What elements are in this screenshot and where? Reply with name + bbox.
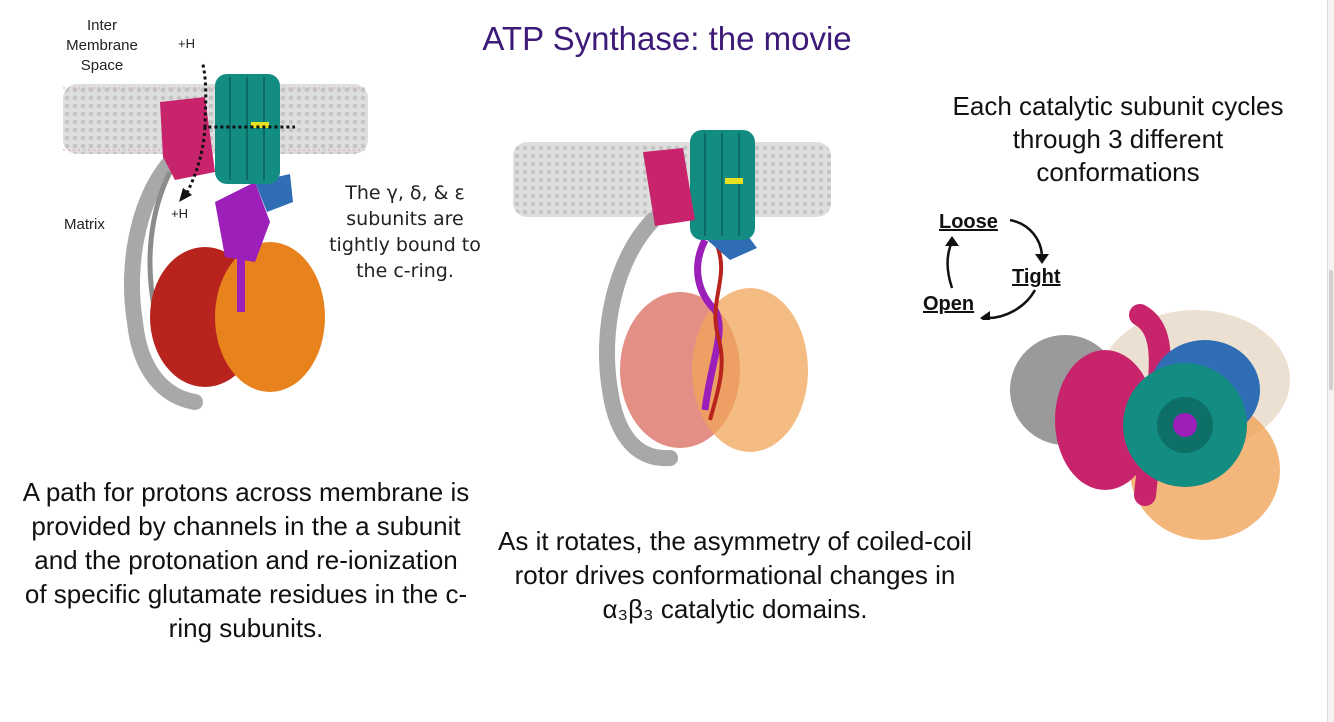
atp-synthase-figure-top-view	[1010, 304, 1290, 540]
gamma-subunit	[215, 182, 270, 262]
peripheral-stalk-center	[598, 212, 678, 467]
cycle-arrows	[945, 218, 1049, 320]
proton-path-arrow	[200, 62, 295, 129]
cycle-open: Open	[923, 293, 975, 315]
caption-left: A path for protons across membrane is pr…	[22, 477, 470, 643]
cycle-loose: Loose	[939, 211, 998, 233]
atp-synthase-figure-left	[63, 62, 368, 410]
cycle-tight: Tight	[1012, 266, 1061, 288]
intermembrane-space-label: Inter Membrane Space	[66, 17, 138, 74]
matrix-label: Matrix	[64, 216, 105, 233]
caption-center: As it rotates, the asymmetry of coiled-c…	[498, 526, 972, 624]
beta-subunit	[215, 242, 325, 392]
cycle-heading: Each catalytic subunit cycles through 3 …	[952, 91, 1284, 187]
proton-top-label: +H	[178, 36, 195, 51]
proton-bottom-label: +H	[171, 206, 188, 221]
slide-title: ATP Synthase: the movie	[482, 20, 852, 57]
gamma-subunit-top	[1173, 413, 1197, 437]
atp-synthase-figure-center	[513, 130, 831, 467]
subunit-callout: The γ, δ, & ε subunits are tightly bound…	[329, 182, 481, 282]
a-subunit-center	[643, 148, 695, 226]
peripheral-stalk	[123, 149, 203, 410]
a-subunit-top	[1055, 350, 1155, 490]
scrollbar-thumb[interactable]	[1329, 270, 1333, 390]
